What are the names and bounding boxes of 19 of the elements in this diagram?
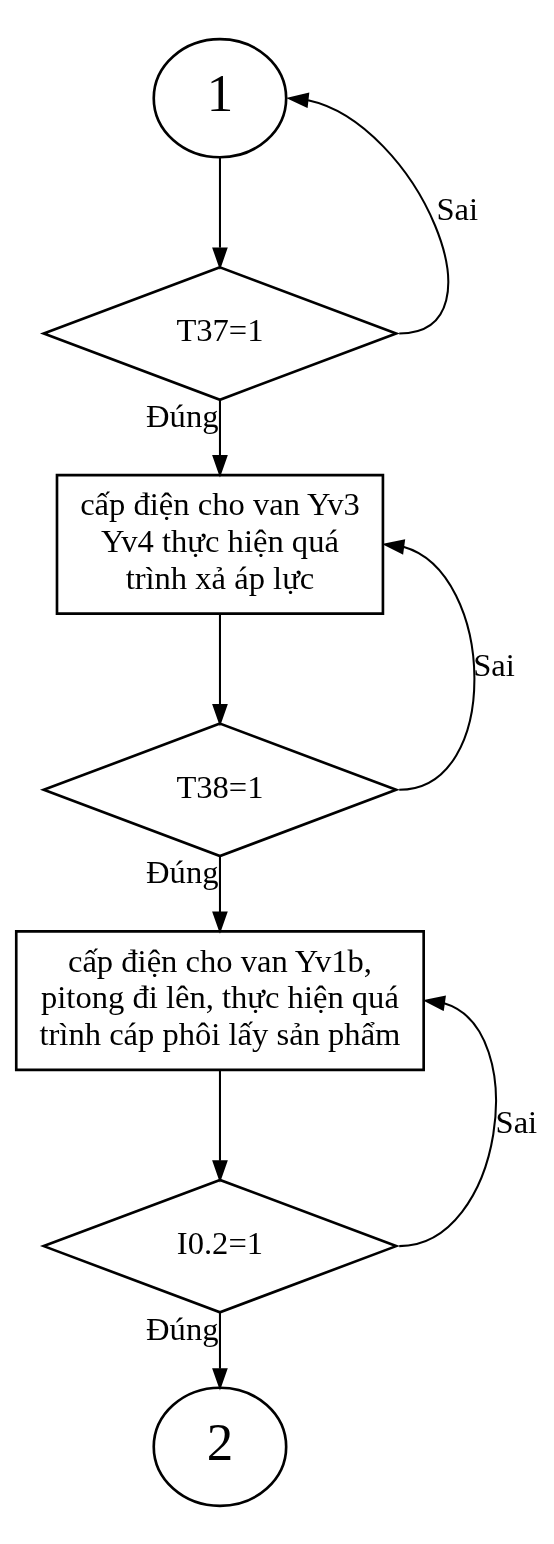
arrow xyxy=(399,995,497,1247)
arrow xyxy=(212,1312,228,1391)
arrow xyxy=(212,156,228,270)
arrow xyxy=(212,1069,228,1183)
node-box: cấp điện cho van Yv3 Yv4 thực hiện quá trình xả áp lực xyxy=(55,473,385,615)
arrow xyxy=(381,538,476,791)
arrow xyxy=(212,613,228,726)
edge-label: Sai xyxy=(473,646,515,683)
node-box: cấp điện cho van Yv1b, pitong đi lên, thực hiện quá trình cáp phôi lấy sản phẩm xyxy=(14,929,425,1071)
node-ellipse: 1 xyxy=(152,37,288,159)
node-diamond: T38=1 xyxy=(40,721,400,857)
edge-label: Sai xyxy=(436,190,479,227)
arrow xyxy=(286,91,449,334)
node-diamond: T37=1 xyxy=(40,265,400,401)
node-ellipse: 2 xyxy=(152,1385,288,1507)
edge-label: Sai xyxy=(495,1103,538,1140)
node-diamond: I0.2=1 xyxy=(40,1178,400,1314)
arrow xyxy=(212,855,228,934)
arrow xyxy=(212,399,228,478)
